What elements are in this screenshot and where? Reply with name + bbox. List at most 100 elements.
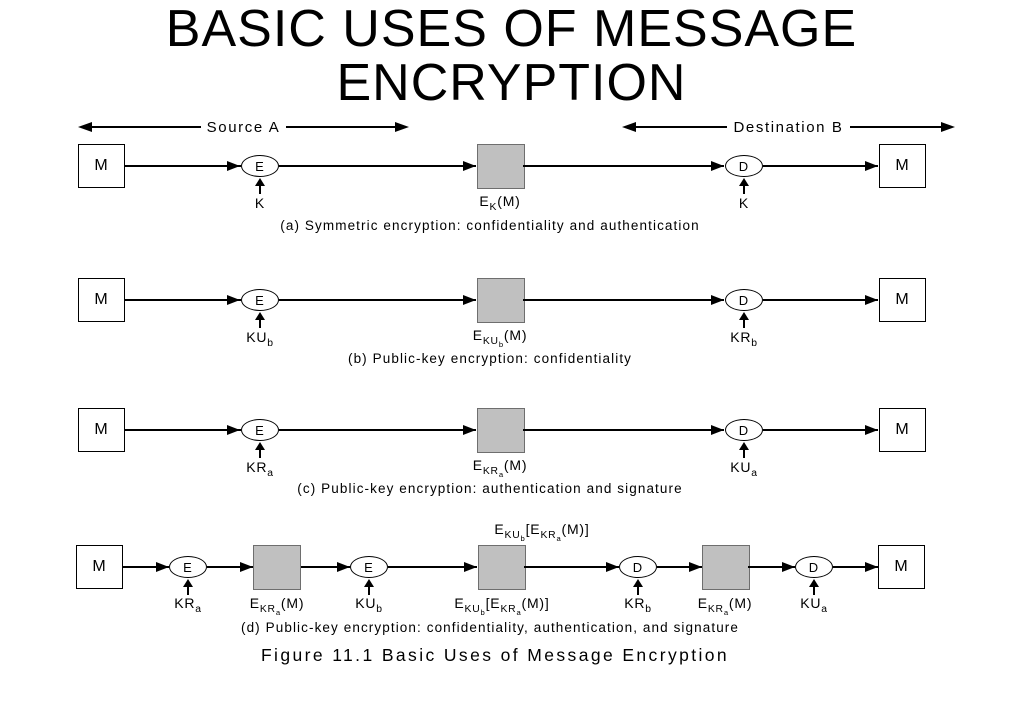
flow-arrowhead-icon xyxy=(711,425,724,435)
decrypt-label: D xyxy=(632,559,644,575)
flow-arrowhead-icon xyxy=(337,562,350,572)
row-caption: (c) Public-key encryption: authenticatio… xyxy=(297,481,683,496)
flow-arrowhead-icon xyxy=(463,161,476,171)
encrypt-label: E xyxy=(255,422,265,438)
destination-range-arrow: Destination B xyxy=(622,119,955,136)
flow-arrowhead-icon xyxy=(463,295,476,305)
ciphertext-box xyxy=(702,545,750,590)
message-box: M xyxy=(879,144,926,188)
arrow-right-icon xyxy=(395,122,410,132)
encrypt-ellipse: E xyxy=(241,419,279,441)
message-label: M xyxy=(894,558,909,575)
arrow-left-icon xyxy=(622,122,636,132)
ciphertext-box xyxy=(477,408,525,453)
flow-arrowhead-icon xyxy=(711,161,724,171)
flow-arrowhead-icon xyxy=(464,562,477,572)
range-line xyxy=(286,126,396,128)
message-box: M xyxy=(76,545,123,589)
message-box: M xyxy=(78,408,125,452)
decrypt-ellipse: D xyxy=(725,155,763,177)
ciphertext-box xyxy=(478,545,526,590)
encrypt-ellipse: E xyxy=(169,556,207,578)
ciphertext-label: EKRa(M) xyxy=(249,595,305,617)
flow-arrowhead-icon xyxy=(156,562,169,572)
message-label: M xyxy=(94,421,109,438)
encrypt-key-label: KRa xyxy=(174,595,202,615)
flow-line xyxy=(279,429,476,431)
decrypt-key-label: KUa xyxy=(730,459,758,479)
ciphertext-label: EKUb(M) xyxy=(472,327,528,349)
encrypt-label: E xyxy=(364,559,374,575)
decrypt-ellipse: D xyxy=(725,419,763,441)
range-line xyxy=(92,126,201,128)
range-line xyxy=(849,126,941,128)
key-up-arrow-icon xyxy=(631,579,645,595)
key-up-arrow-icon xyxy=(807,579,821,595)
key-up-arrow-icon xyxy=(181,579,195,595)
flow-arrowhead-icon xyxy=(782,562,795,572)
flow-line xyxy=(763,429,878,431)
ciphertext-label: EK(M) xyxy=(479,193,521,213)
figure-caption: Figure 11.1 Basic Uses of Message Encryp… xyxy=(260,645,730,665)
flow-arrowhead-icon xyxy=(606,562,619,572)
flow-line xyxy=(207,566,253,568)
flow-line xyxy=(763,165,878,167)
encrypt-key-label: KUb xyxy=(246,329,274,349)
decrypt-label: D xyxy=(738,158,750,174)
title-line-1: BASIC USES OF MESSAGE xyxy=(165,0,858,58)
encrypt-key-label: KRa xyxy=(246,459,274,479)
ciphertext-label-above: EKUb[EKRa(M)] xyxy=(494,521,590,543)
row-caption: (a) Symmetric encryption: confidentialit… xyxy=(280,218,700,233)
flow-line xyxy=(124,165,241,167)
flow-arrowhead-icon xyxy=(240,562,253,572)
decrypt-label: D xyxy=(808,559,820,575)
message-label: M xyxy=(94,157,109,174)
flow-line xyxy=(523,299,724,301)
encrypt-ellipse: E xyxy=(241,155,279,177)
page-title: BASIC USES OF MESSAGE ENCRYPTION xyxy=(0,2,1023,110)
ciphertext-box xyxy=(477,144,525,189)
message-box: M xyxy=(78,144,125,188)
decrypt-label: D xyxy=(738,292,750,308)
arrow-left-icon xyxy=(78,122,92,132)
flow-line xyxy=(279,165,476,167)
flow-line xyxy=(833,566,878,568)
message-box: M xyxy=(878,545,925,589)
source-label: Source A xyxy=(206,118,281,136)
ciphertext-label: EKRa(M) xyxy=(697,595,753,617)
flow-line xyxy=(523,429,724,431)
flow-arrowhead-icon xyxy=(865,161,878,171)
flow-line xyxy=(524,566,619,568)
flow-arrowhead-icon xyxy=(227,161,240,171)
flow-arrowhead-icon xyxy=(227,295,240,305)
message-label: M xyxy=(92,558,107,575)
encrypt-ellipse: E xyxy=(350,556,388,578)
encrypt-key-label: K xyxy=(254,195,266,211)
key-up-arrow-icon xyxy=(737,442,751,458)
encrypt-label: E xyxy=(255,158,265,174)
arrow-right-icon xyxy=(941,122,955,132)
flow-line xyxy=(124,299,241,301)
decrypt-key-label: KRb xyxy=(730,329,758,349)
row-caption: (d) Public-key encryption: confidentiali… xyxy=(240,620,740,635)
decrypt-ellipse: D xyxy=(795,556,833,578)
source-range-arrow: Source A xyxy=(78,118,410,136)
ciphertext-label: EKRa(M) xyxy=(472,457,528,479)
message-label: M xyxy=(895,291,910,308)
flow-arrowhead-icon xyxy=(463,425,476,435)
decrypt-key-label: KRb xyxy=(624,595,652,615)
ciphertext-box xyxy=(253,545,301,590)
flow-line xyxy=(301,566,350,568)
flow-arrowhead-icon xyxy=(711,295,724,305)
message-label: M xyxy=(895,421,910,438)
message-box: M xyxy=(78,278,125,322)
decrypt-key-label: K xyxy=(738,195,750,211)
key-up-arrow-icon xyxy=(253,312,267,328)
ciphertext-label: EKUb[EKRa(M)] xyxy=(454,595,550,617)
flow-line xyxy=(124,429,241,431)
title-line-2: ENCRYPTION xyxy=(336,54,687,113)
